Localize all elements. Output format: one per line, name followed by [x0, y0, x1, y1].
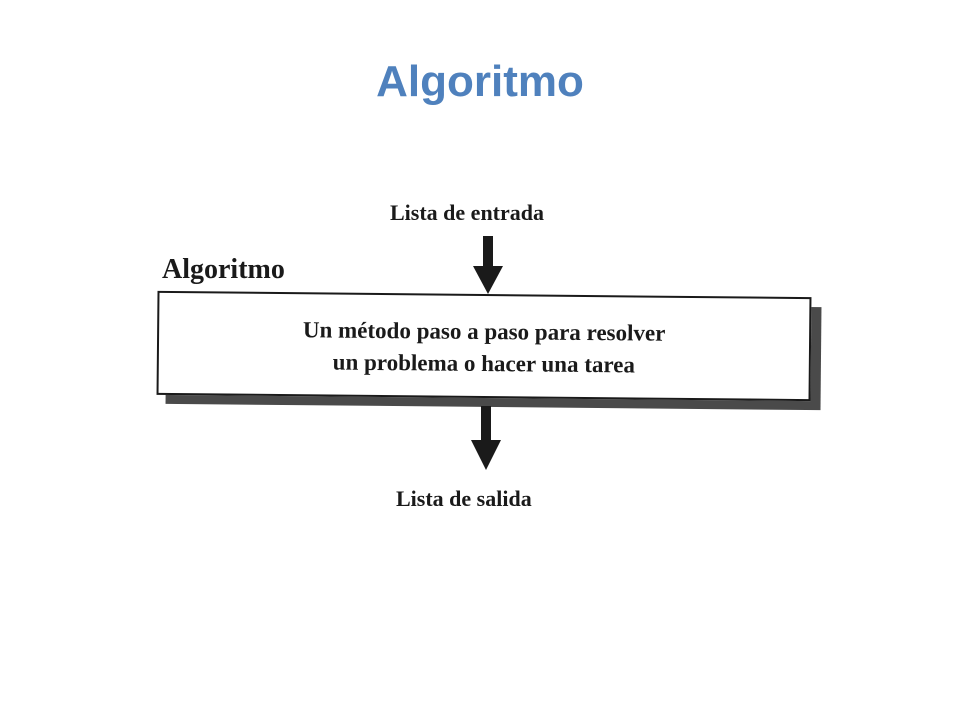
- output-list-label: Lista de salida: [396, 486, 532, 511]
- description-line-2: un problema o hacer una tarea: [332, 349, 636, 378]
- slide-title: Algoritmo: [376, 57, 584, 106]
- algorithm-description: Un método paso a paso para resolver un p…: [157, 313, 812, 383]
- output-arrow-icon: [471, 406, 501, 470]
- input-arrow-icon: [473, 236, 503, 294]
- algorithm-box-label: Algoritmo: [162, 254, 285, 285]
- input-list-label: Lista de entrada: [390, 200, 544, 225]
